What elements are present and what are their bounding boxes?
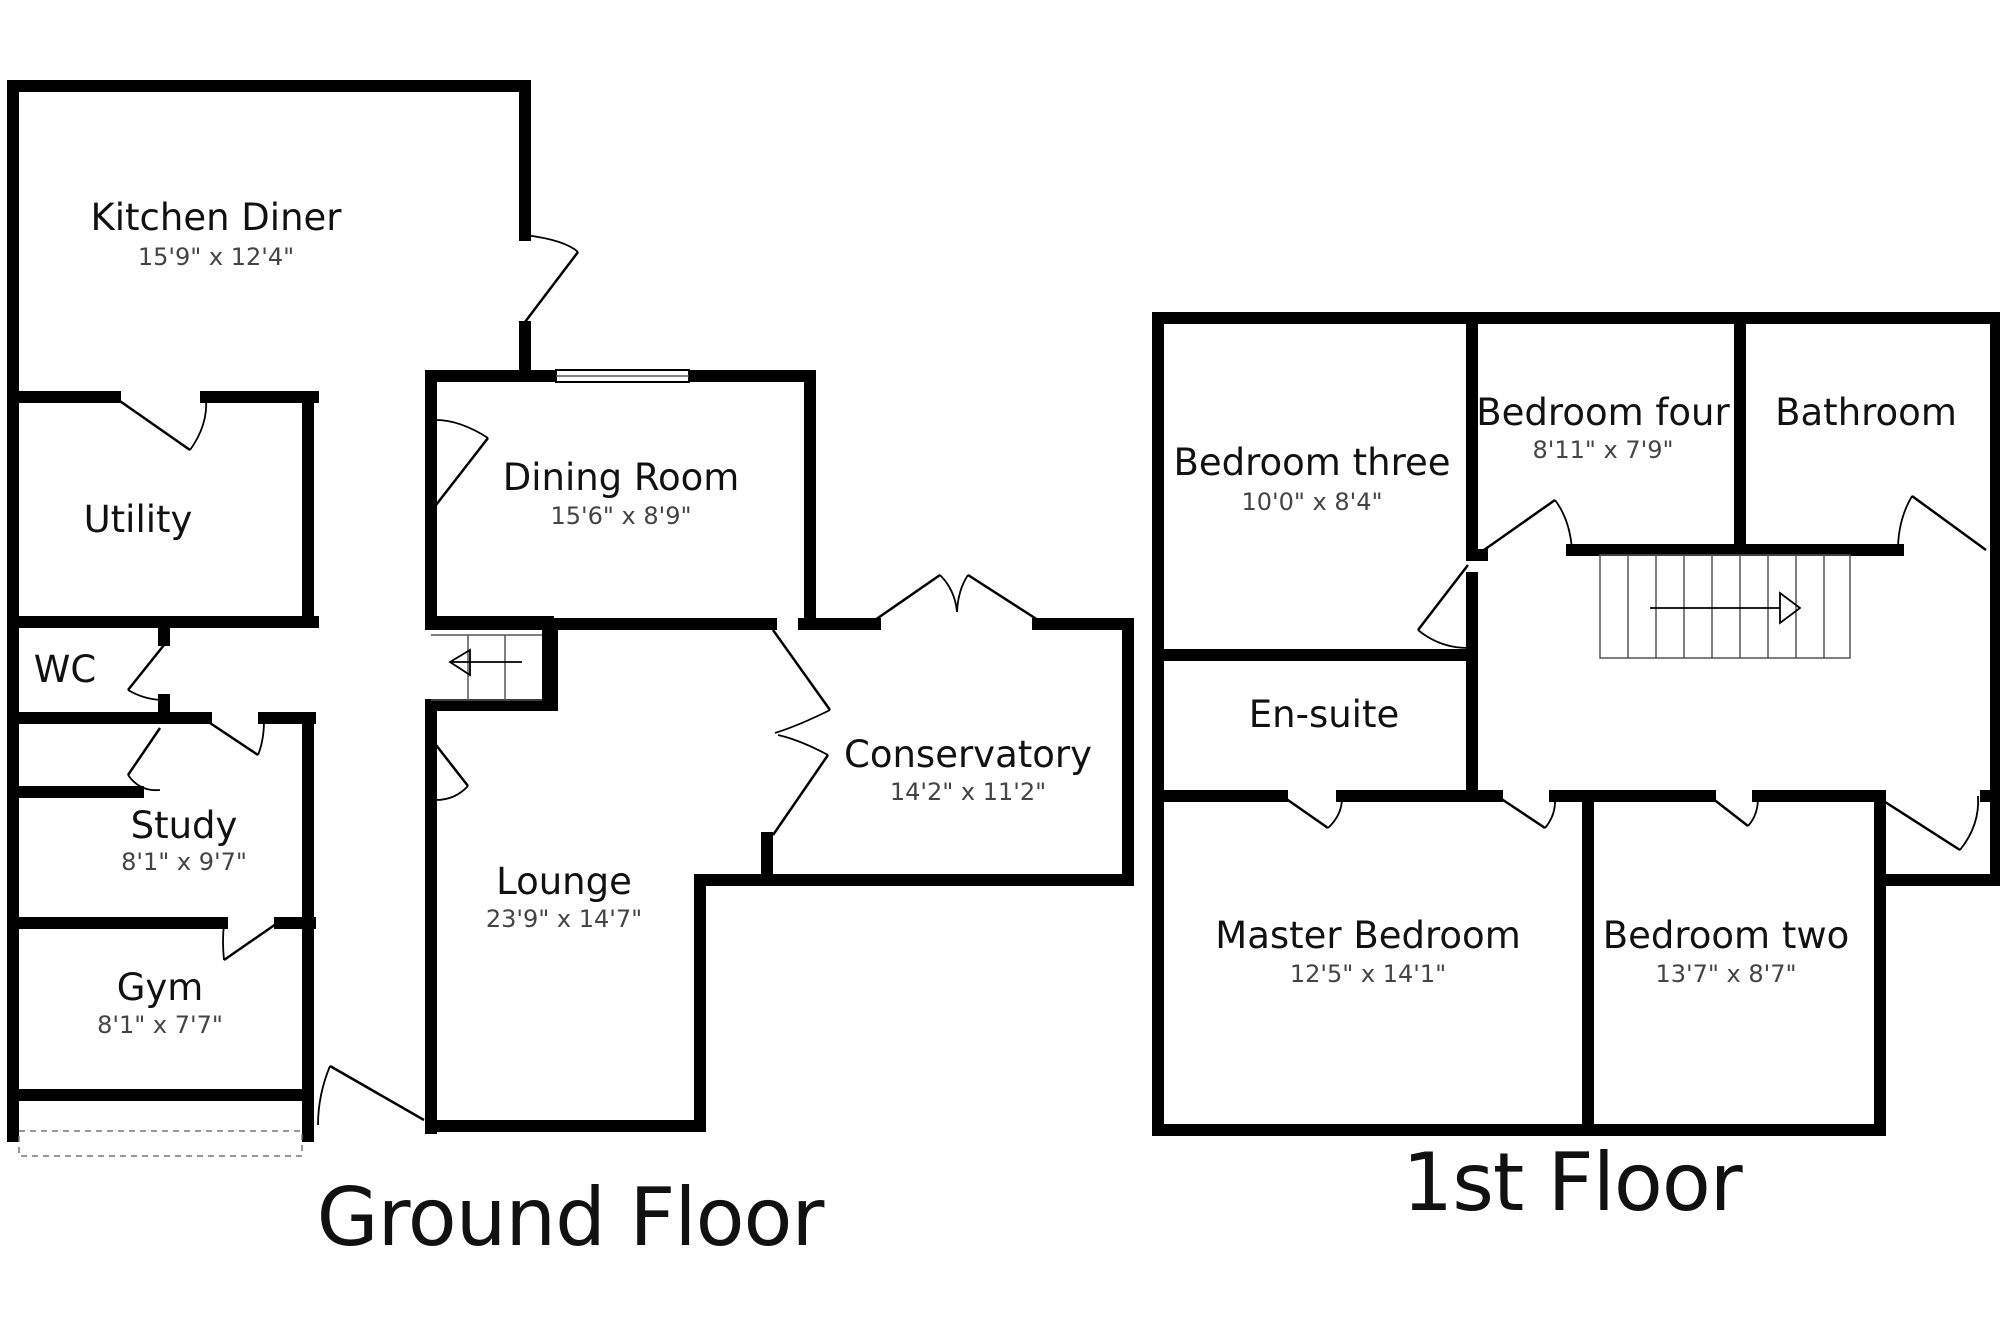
room-dims-dining-room: 15'6" x 8'9" bbox=[550, 502, 691, 530]
room-name-lounge: Lounge bbox=[496, 860, 632, 903]
room-name-wc: WC bbox=[34, 648, 96, 691]
room-dims-conservatory: 14'2" x 11'2" bbox=[890, 778, 1046, 806]
room-name-kitchen-diner: Kitchen Diner bbox=[90, 196, 342, 239]
room-dims-bedroom-four: 8'11" x 7'9" bbox=[1532, 436, 1673, 464]
room-name-gym: Gym bbox=[117, 966, 204, 1009]
first-floor-stairs bbox=[1599, 554, 1851, 659]
room-name-bedroom-four: Bedroom four bbox=[1476, 391, 1730, 434]
room-name-conservatory: Conservatory bbox=[844, 733, 1092, 776]
room-name-master-bedroom: Master Bedroom bbox=[1215, 914, 1520, 957]
ground-floor-stairs bbox=[425, 616, 554, 711]
floor-title-ground: Ground Floor bbox=[317, 1171, 825, 1264]
first-floor-doors bbox=[1284, 494, 1987, 852]
room-dims-kitchen-diner: 15'9" x 12'4" bbox=[138, 243, 294, 271]
gym-bay bbox=[18, 1130, 303, 1157]
floor-title-first: 1st Floor bbox=[1402, 1136, 1743, 1229]
room-dims-master-bedroom: 12'5" x 14'1" bbox=[1290, 960, 1446, 988]
ground-floor-doors bbox=[116, 234, 1039, 1126]
room-dims-bedroom-two: 13'7" x 8'7" bbox=[1655, 960, 1796, 988]
room-name-bedroom-two: Bedroom two bbox=[1603, 914, 1850, 957]
first-floor-walls bbox=[1152, 312, 2000, 1136]
room-name-study: Study bbox=[131, 804, 238, 847]
room-name-bedroom-three: Bedroom three bbox=[1174, 441, 1451, 484]
ground-floor-walls bbox=[7, 80, 1134, 1142]
room-name-dining-room: Dining Room bbox=[503, 456, 740, 499]
room-dims-gym: 8'1" x 7'7" bbox=[97, 1011, 223, 1039]
room-dims-lounge: 23'9" x 14'7" bbox=[486, 905, 642, 933]
ground-floor-plan: Kitchen Diner 15'9" x 12'4" Utility WC S… bbox=[7, 80, 1134, 1264]
room-name-bathroom: Bathroom bbox=[1775, 391, 1957, 434]
room-dims-study: 8'1" x 9'7" bbox=[121, 848, 247, 876]
room-name-utility: Utility bbox=[84, 498, 193, 541]
first-floor-plan: Bedroom three 10'0" x 8'4" Bedroom four … bbox=[1152, 312, 2000, 1229]
room-name-en-suite: En-suite bbox=[1249, 693, 1399, 736]
room-dims-bedroom-three: 10'0" x 8'4" bbox=[1241, 488, 1382, 516]
